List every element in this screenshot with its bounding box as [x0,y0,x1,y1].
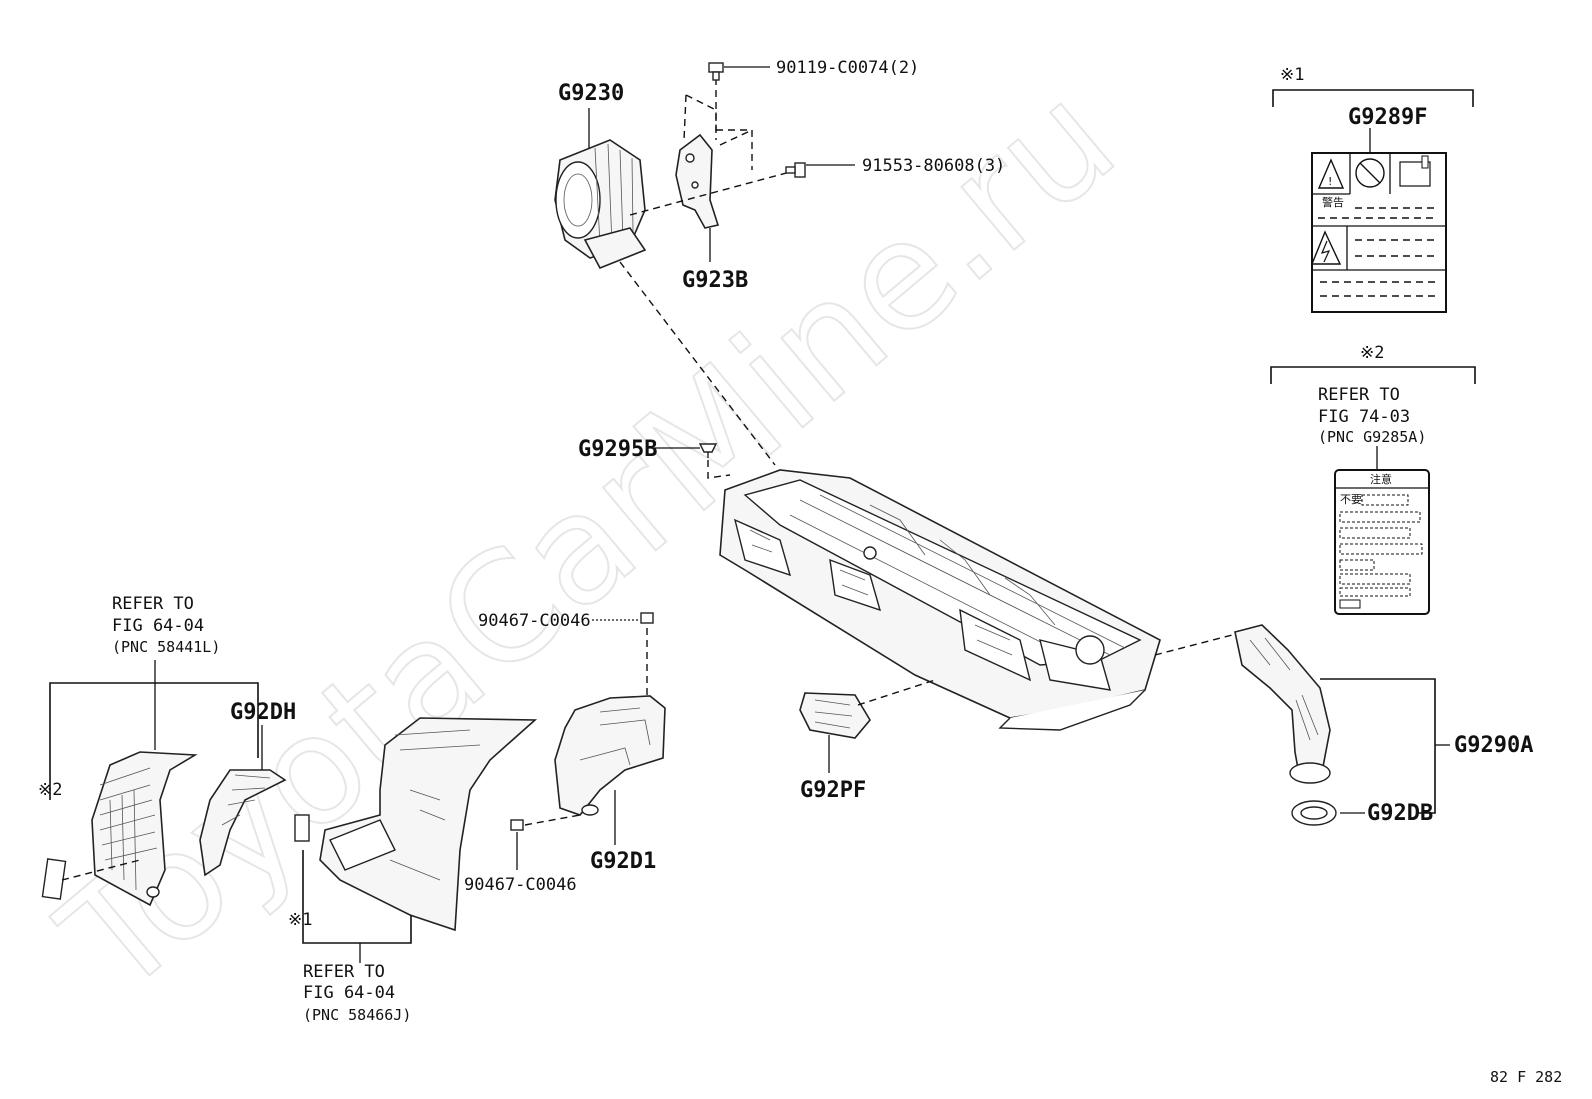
callout-bolt-90119: 90119-C0074(2) [776,58,919,78]
callout-g92d1: G92D1 [590,849,656,874]
callout-screw-91553: 91553-80608(3) [862,156,1005,176]
air-duct-g9290a[interactable] [1234,624,1331,784]
callout-clip-top: 90467-C0046 [478,611,591,631]
ref74-line3: (PNC G9285A) [1318,428,1426,446]
ref64l-line3: (PNC 58441L) [112,638,220,656]
note1-mark-left: ※1 [288,910,312,930]
callout-g92db: G92DB [1367,801,1433,826]
bolt-90119[interactable] [708,62,724,81]
electric-shock-icon [1310,230,1342,265]
seal-g92db[interactable] [1291,800,1337,826]
callout-g92dh: G92DH [230,700,296,725]
screw-91553[interactable] [785,162,806,178]
caution-label-line: 不要 [1340,493,1362,506]
no-touch-icon [1355,158,1385,188]
callout-g9230: G9230 [558,81,624,106]
duct-g92d1[interactable] [554,695,666,816]
callout-clip-bottom: 90467-C0046 [464,875,577,895]
hv-battery-assembly[interactable] [719,469,1161,731]
caution-label-g9285a[interactable]: 注意 不要 [1334,469,1430,615]
caution-label-kanji: 注意 [1370,472,1392,486]
callout-g9290a: G9290A [1454,733,1533,758]
callout-g923b: G923B [682,268,748,293]
clip-90467-bottom[interactable] [510,819,524,831]
callout-g92pf: G92PF [800,778,866,803]
callout-g9295b: G9295B [578,437,657,462]
duct-g92dh[interactable] [199,769,287,877]
bracket-part[interactable] [675,133,720,229]
ref64b-line2: FIG 64-04 [303,983,395,1003]
manual-book-icon [1399,155,1431,187]
ref74-line1: REFER TO [1318,385,1400,405]
ref64l-line2: FIG 64-04 [112,616,204,636]
note-patch-left [294,814,310,842]
grille-58441l[interactable] [91,751,198,907]
svg-text:!: ! [1328,175,1332,188]
clip-90467-top[interactable] [640,612,654,624]
blower-fan-part[interactable] [554,139,647,270]
warning-triangle-icon: ! [1317,158,1345,189]
warning-label-kanji: 警告 [1322,195,1344,209]
callout-g9289f: G9289F [1348,105,1427,130]
seal-g92pf[interactable] [799,692,871,739]
note1-mark: ※1 [1280,65,1304,85]
note2-mark: ※2 [1360,343,1384,363]
figure-code: 82 F 282 [1490,1068,1562,1086]
ref64b-line1: REFER TO [303,962,385,982]
clip-g9295b[interactable] [698,443,718,458]
ref64b-line3: (PNC 58466J) [303,1006,411,1024]
trim-panel-58466j[interactable] [319,717,538,932]
warning-label-g9289f[interactable]: ! 警告 [1310,152,1447,313]
ref64l-line1: REFER TO [112,594,194,614]
ref74-line2: FIG 74-03 [1318,407,1410,427]
note2-mark-left: ※2 [38,780,62,800]
